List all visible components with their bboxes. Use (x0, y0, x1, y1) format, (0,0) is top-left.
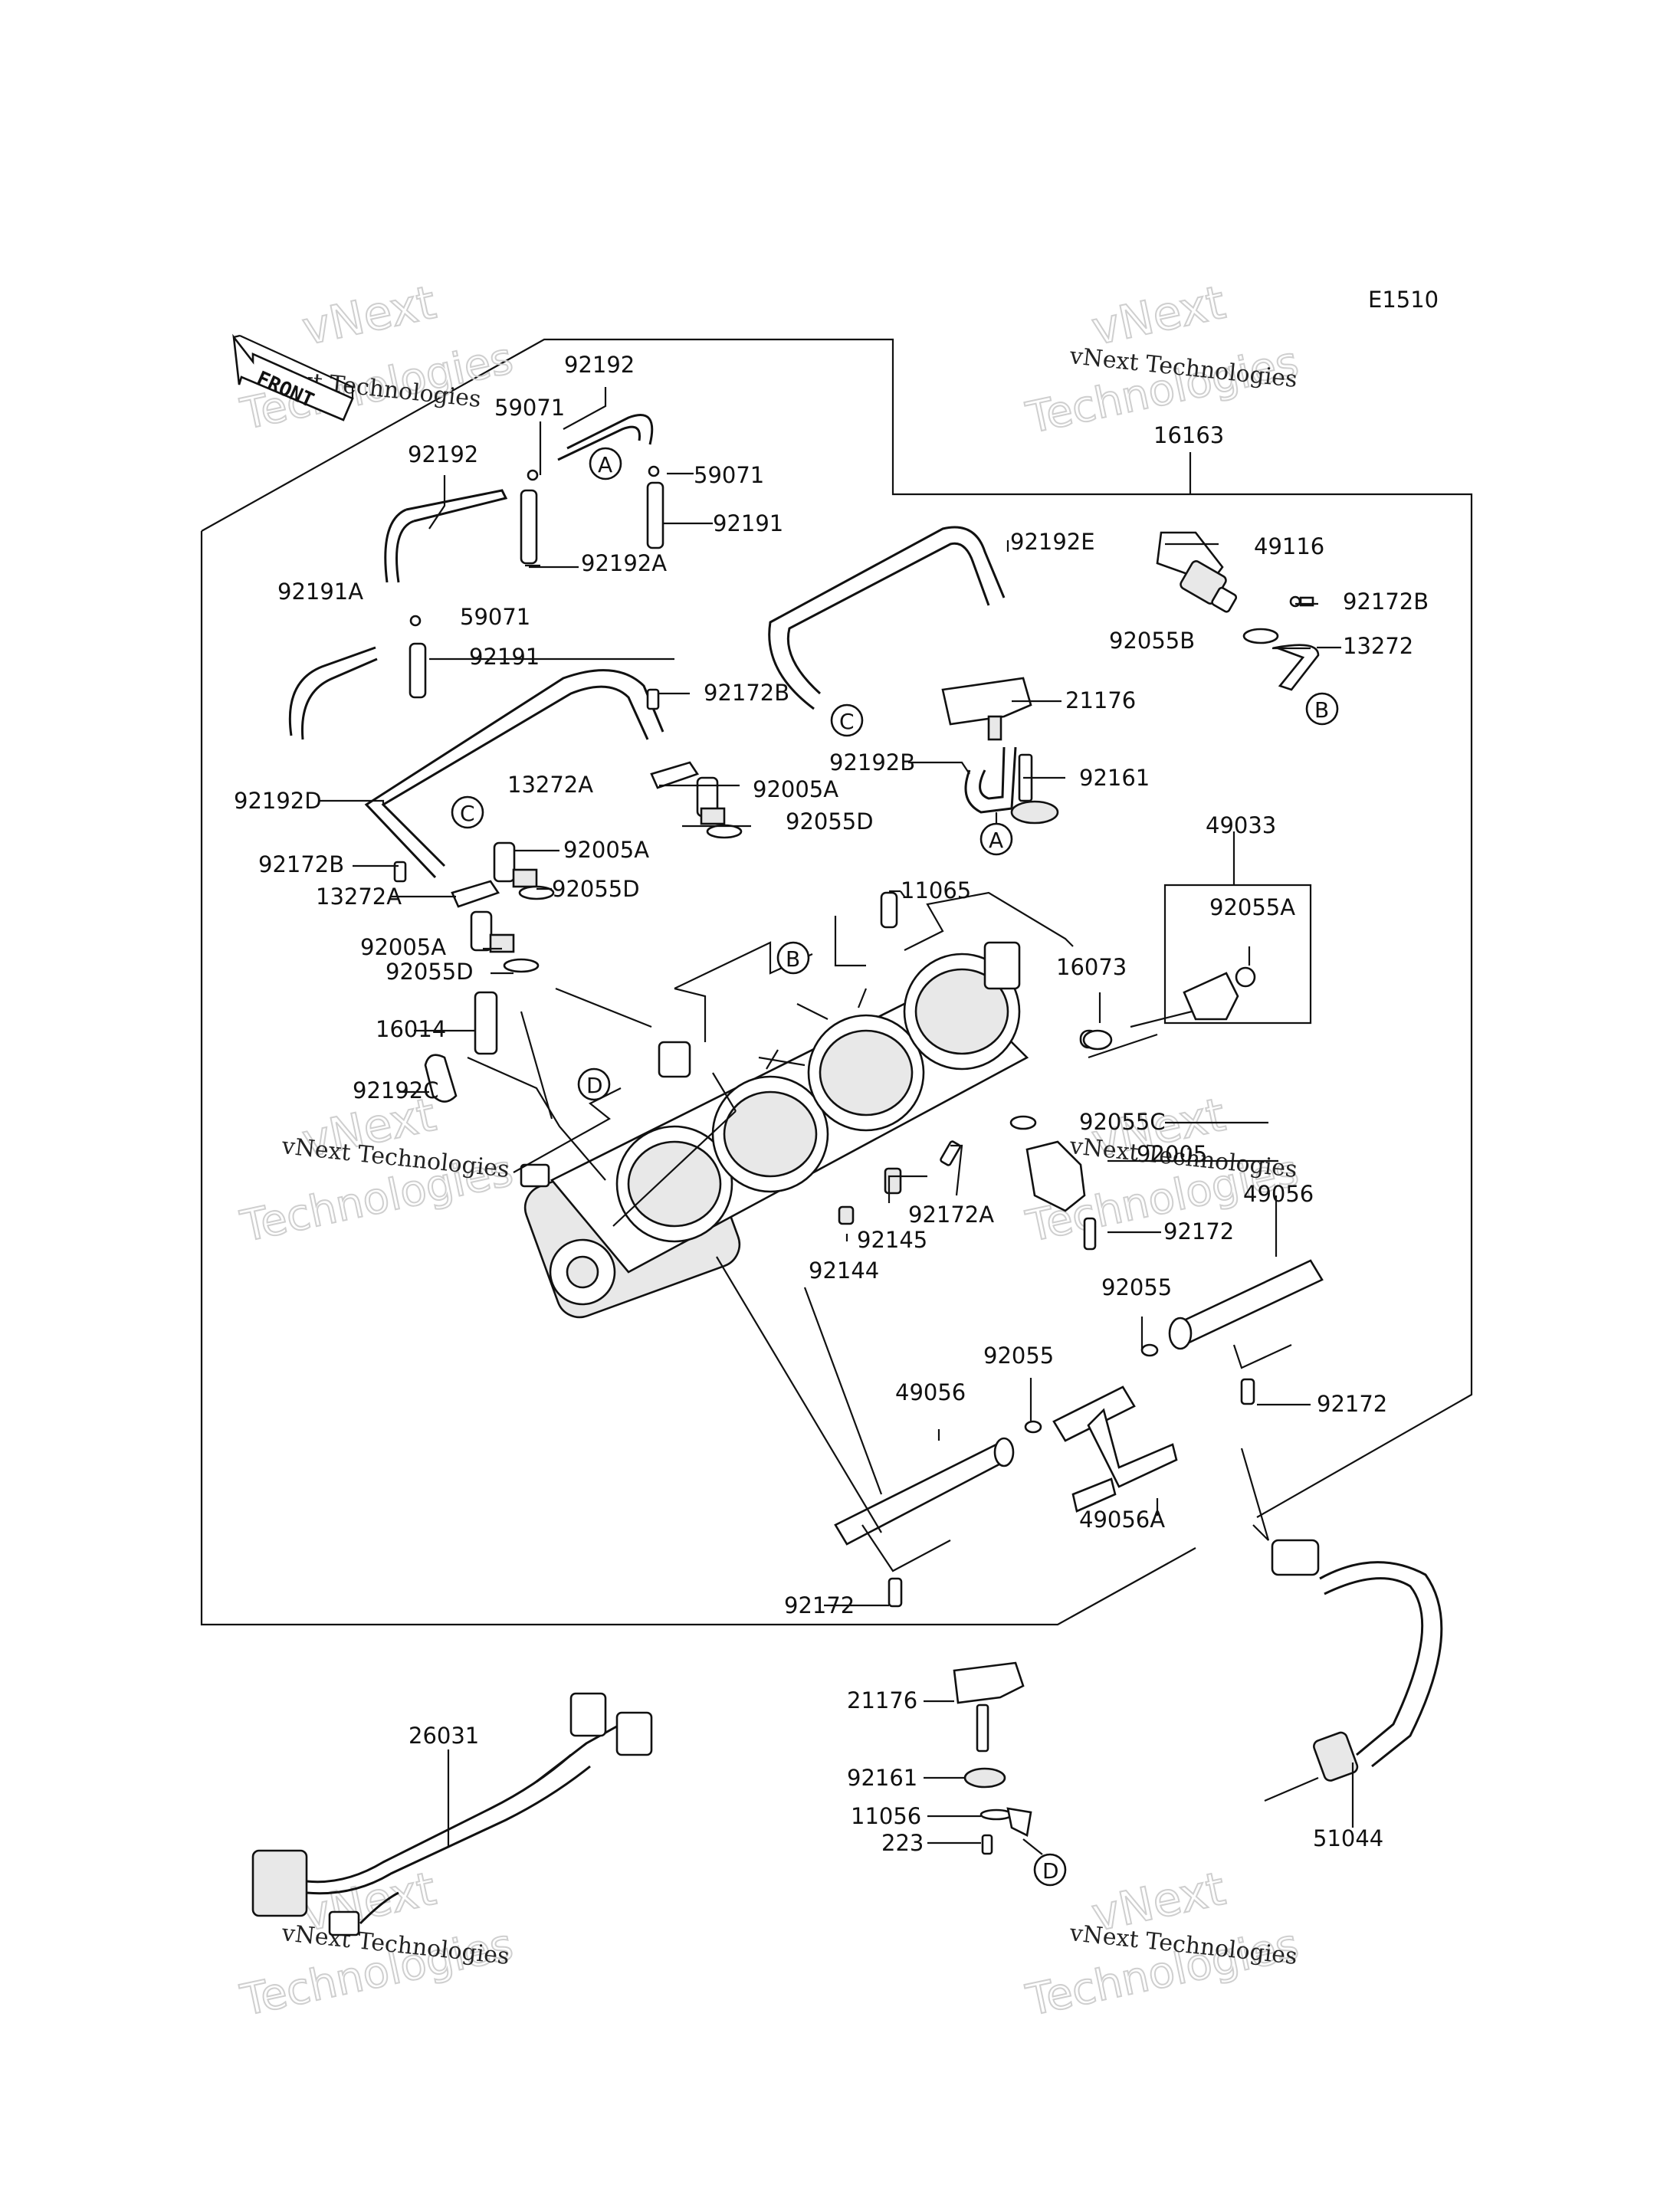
label-92055B: 92055B (1109, 628, 1195, 654)
part-labels: 16163 92192 59071 92192 59071 92191 9219… (234, 352, 1429, 1856)
leader-lines (318, 387, 1354, 1855)
callout-a-top: A (589, 447, 622, 480)
bottom-sensor-group (953, 1661, 1032, 1855)
label-92005: 92005 (1137, 1141, 1207, 1167)
svg-text:A: A (989, 828, 1003, 853)
label-92005A-left: 92005A (563, 837, 649, 863)
diagram-code: E1510 (1368, 287, 1439, 313)
breather-hoses (288, 414, 664, 740)
label-223: 223 (881, 1830, 924, 1856)
label-92172-right: 92172 (1317, 1391, 1387, 1417)
label-92055C: 92055C (1079, 1109, 1166, 1135)
label-92172B-mid: 92172B (704, 680, 789, 706)
label-11065: 11065 (901, 877, 971, 903)
callout-b-mid: B (776, 941, 810, 975)
label-92192E: 92192E (1010, 529, 1095, 555)
label-11056: 11056 (851, 1803, 921, 1829)
label-49033: 49033 (1206, 812, 1276, 838)
callout-b-right: B (1305, 692, 1339, 726)
svg-text:vNext: vNext (298, 276, 441, 356)
label-92192A: 92192A (581, 550, 667, 576)
label-92055-right: 92055 (1101, 1274, 1172, 1300)
label-92192-left: 92192 (408, 441, 478, 467)
front-arrow-icon: FRONT (232, 333, 354, 421)
label-92055D-left: 92055D (552, 876, 640, 902)
callout-c-left: C (451, 795, 484, 829)
callout-d-bottom: D (1033, 1853, 1067, 1887)
label-49056-left: 49056 (895, 1379, 966, 1405)
callout-a-mid: A (979, 822, 1013, 856)
map-sensor-group (941, 677, 1059, 825)
label-21176: 21176 (1065, 687, 1136, 713)
label-92172B-right: 92172B (1343, 589, 1429, 615)
svg-text:A: A (598, 452, 612, 477)
label-92172B-left: 92172B (258, 851, 344, 877)
label-59071-c: 59071 (460, 604, 530, 630)
label-92192C: 92192C (353, 1077, 439, 1103)
label-92005A-lower: 92005A (360, 934, 446, 960)
svg-text:C: C (460, 801, 475, 826)
label-13272: 13272 (1343, 633, 1413, 659)
long-hoses (363, 526, 1006, 880)
label-92191A: 92191A (277, 579, 363, 605)
label-92192B: 92192B (829, 749, 915, 776)
label-92144: 92144 (809, 1258, 879, 1284)
label-13272A-left: 13272A (316, 884, 402, 910)
svg-text:B: B (786, 946, 800, 972)
label-92172-bottom: 92172 (784, 1592, 855, 1618)
svg-text:B: B (1314, 697, 1329, 723)
label-59071-a: 59071 (494, 395, 565, 421)
label-92055D-mid: 92055D (786, 808, 874, 835)
throttle-bodies (520, 891, 1029, 1319)
label-92005A-mid: 92005A (753, 776, 838, 802)
small-parts (838, 966, 1256, 1251)
label-92145: 92145 (857, 1227, 927, 1253)
svg-text:D: D (586, 1073, 603, 1098)
label-16014: 16014 (376, 1016, 446, 1042)
fuel-hose (1240, 1448, 1443, 1802)
svg-text:vNext: vNext (1088, 276, 1230, 356)
label-51044: 51044 (1313, 1825, 1383, 1851)
camshaft-sensor-group (1156, 531, 1320, 691)
label-92161: 92161 (1079, 765, 1150, 791)
svg-text:D: D (1042, 1858, 1059, 1884)
label-26031: 26031 (409, 1723, 479, 1749)
label-92055D-lower: 92055D (386, 959, 474, 985)
label-21176-bottom: 21176 (847, 1687, 917, 1713)
label-59071-b: 59071 (694, 462, 764, 488)
label-92191-b: 92191 (469, 644, 540, 670)
label-13272A-mid: 13272A (507, 772, 593, 798)
label-49116: 49116 (1254, 533, 1324, 559)
label-92192-top: 92192 (564, 352, 635, 378)
label-92055-mid: 92055 (983, 1343, 1054, 1369)
wire-harness (251, 1692, 653, 1936)
label-49056A: 49056A (1079, 1507, 1165, 1533)
callout-c-top: C (830, 703, 864, 737)
label-16073: 16073 (1056, 954, 1127, 980)
label-92192D: 92192D (234, 788, 322, 814)
label-92172-mid: 92172 (1163, 1218, 1234, 1244)
label-49056-right: 49056 (1243, 1181, 1314, 1207)
svg-text:C: C (839, 709, 855, 734)
label-92055A: 92055A (1209, 894, 1295, 920)
fuel-rails (834, 1259, 1324, 1608)
assembly-outline (200, 338, 1473, 1626)
label-16163: 16163 (1153, 422, 1224, 448)
label-92161-bottom: 92161 (847, 1765, 917, 1791)
callout-d-mid: D (577, 1067, 611, 1101)
label-92191-a: 92191 (713, 510, 783, 536)
label-92172A: 92172A (908, 1202, 994, 1228)
